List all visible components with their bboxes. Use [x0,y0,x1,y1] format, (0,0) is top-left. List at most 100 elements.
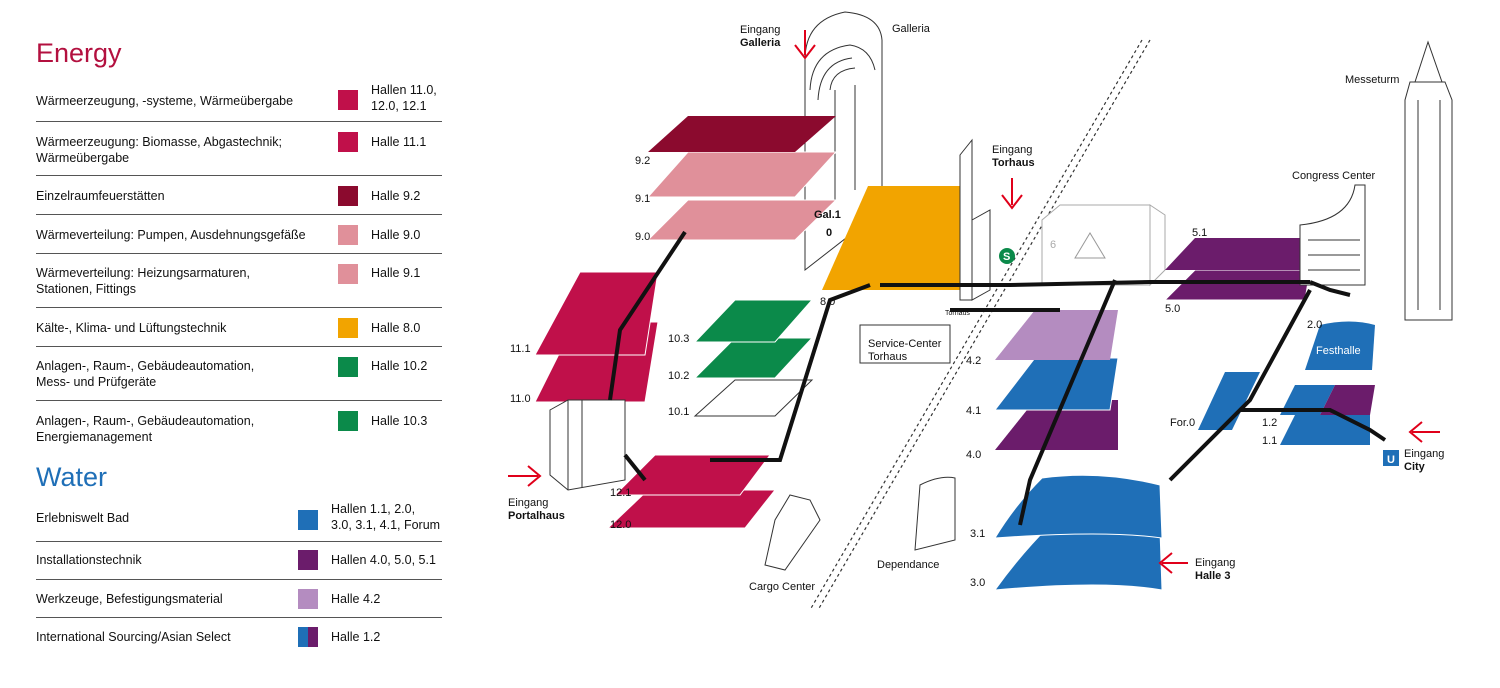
label-eingang-portal-1: Eingang [508,497,548,509]
label-hall-9-2: 9.2 [635,155,650,167]
label-eingang-torhaus-1: Eingang [992,144,1032,156]
hall-3-stack [993,474,1163,591]
color-swatch [338,225,358,245]
legend-row-label: Wärmeerzeugung, -systeme, Wärmeübergabe [36,94,294,108]
label-hall-2-0: 2.0 [1307,319,1322,331]
hall-4-0 [995,400,1118,450]
hall-10-1 [693,379,814,417]
legend-row-label: Wärmeverteilung: Heizungsarmaturen, Stat… [36,266,250,296]
map-svg: Eingang Galleria Galleria Eingang Torhau… [508,11,1453,611]
hall-9-0 [646,199,838,241]
cargo-center-building [764,494,821,571]
legend-row-hall: Hallen 4.0, 5.0, 5.1 [331,553,436,567]
label-hall-1-1: 1.1 [1262,435,1277,447]
railway-line [809,39,1151,611]
label-congress-center: Congress Center [1292,170,1375,182]
hall-3-1 [994,474,1163,539]
legend-row-hall: Hallen 1.1, 2.0, 3.0, 3.1, 4.1, Forum [331,502,441,532]
label-u-bahn: U [1387,454,1395,466]
legend-row-label: Wärmeerzeugung: Biomasse, Abgastechnik; … [36,135,282,165]
festhalle-building [1305,321,1375,370]
legend-row-label: Kälte-, Klima- und Lüftungstechnik [36,321,227,335]
torhaus-building [959,138,991,301]
service-center-box [859,324,951,364]
color-swatch [338,318,358,338]
label-dependance: Dependance [877,559,939,571]
color-swatch-purple [308,627,318,647]
label-eingang-torhaus-2: Torhaus [992,157,1035,169]
hall-11-1 [534,271,659,356]
s-bahn-icon [999,248,1015,264]
legend-row: Kälte-, Klima- und Lüftungstechnik Halle… [36,307,442,347]
label-torhaus-small: Torhaus [945,310,970,317]
color-swatch-blue [298,627,308,647]
label-eingang-h3-2: Halle 3 [1195,570,1230,582]
fairground-map: Eingang Galleria Galleria Eingang Torhau… [450,0,1500,688]
legend-row: Wärmeverteilung: Pumpen, Ausdehnungsgefä… [36,214,442,254]
label-hall-10-2: 10.2 [668,370,689,382]
hall-12-stack [606,454,777,529]
legend-row-hall: Halle 8.0 [371,321,421,335]
color-swatch [298,589,318,609]
hall-5-stack [1163,238,1311,301]
legend-row-hall: Hallen 11.0, 12.0, 12.1 [371,83,437,113]
legend-row: Wärmeerzeugung: Biomasse, Abgastechnik; … [36,121,442,176]
label-eingang-city-2: City [1404,461,1426,473]
label-hall-10-3: 10.3 [668,333,689,345]
color-swatch [338,411,358,431]
legend-row: Anlagen-, Raum-, Gebäudeautomation, Mess… [36,346,442,401]
label-hall-12-0: 12.0 [610,519,631,531]
hall-9-2 [648,116,836,152]
color-swatch [338,264,358,284]
label-forum-0: For.0 [1170,417,1195,429]
dependance-building [914,476,956,551]
legend-row-label: International Sourcing/Asian Select [36,630,231,644]
color-swatch [338,186,358,206]
label-galleria: Galleria [892,23,931,35]
legend-row-label: Einzelraumfeuerstätten [36,189,165,203]
color-swatch [338,357,358,377]
hall-12-0 [606,489,777,529]
color-swatch [338,132,358,152]
messeturm-building [1404,40,1453,321]
label-hall-11-1: 11.1 [510,343,531,355]
hall-1-stack [1280,385,1375,445]
legend-row-hall: Halle 4.2 [331,592,381,606]
label-s-bahn: S [1003,251,1010,263]
legend-row-hall: Halle 9.1 [371,266,421,280]
portalhaus-building [549,399,626,491]
label-hall-12-1: 12.1 [610,487,631,499]
legend-row: Installationstechnik Hallen 4.0, 5.0, 5.… [36,541,442,580]
forum-building [1198,372,1260,430]
hall-8-0 [822,186,960,290]
congress-center-building [1299,184,1366,286]
hall-11-stack [534,271,659,403]
legend-row: Werkzeuge, Befestigungsmaterial Halle 4.… [36,579,442,618]
legend-row-label: Installationstechnik [36,553,142,567]
hall-5-1 [1165,238,1310,270]
walkways [608,230,1387,526]
legend-row-hall: Halle 10.3 [371,414,428,428]
legend-row-label: Erlebniswelt Bad [36,511,130,525]
legend-panel: Energy Wärmeerzeugung, -systeme, Wärmeüb… [0,0,450,688]
label-hall-3-1: 3.1 [970,528,985,540]
legend-row: Wärmeerzeugung, -systeme, Wärmeübergabe … [36,76,442,122]
legend-row-label: Wärmeverteilung: Pumpen, Ausdehnungsgefä… [36,228,306,242]
label-hall-4-2: 4.2 [966,355,981,367]
label-service-center-2: Torhaus [868,351,908,363]
energy-section-title: Energy [36,38,122,68]
legend-row-hall: Halle 10.2 [371,359,428,373]
legend-row-hall: Halle 1.2 [331,630,381,644]
label-hall-5-0: 5.0 [1165,303,1180,315]
entrance-arrows [508,30,1440,574]
label-hall-5-1: 5.1 [1192,227,1207,239]
legend-row-label: Anlagen-, Raum-, Gebäudeautomation, Ener… [36,414,255,444]
legend-row-hall: Halle 9.0 [371,228,421,242]
hall-6-building [1041,204,1166,287]
hall-5-0 [1163,269,1311,301]
label-hall-1-2: 1.2 [1262,417,1277,429]
label-gal-1: Gal.1 [814,209,841,221]
label-hall-4-0: 4.0 [966,449,981,461]
label-hall-10-1: 10.1 [668,406,689,418]
u-bahn-icon [1383,450,1399,466]
